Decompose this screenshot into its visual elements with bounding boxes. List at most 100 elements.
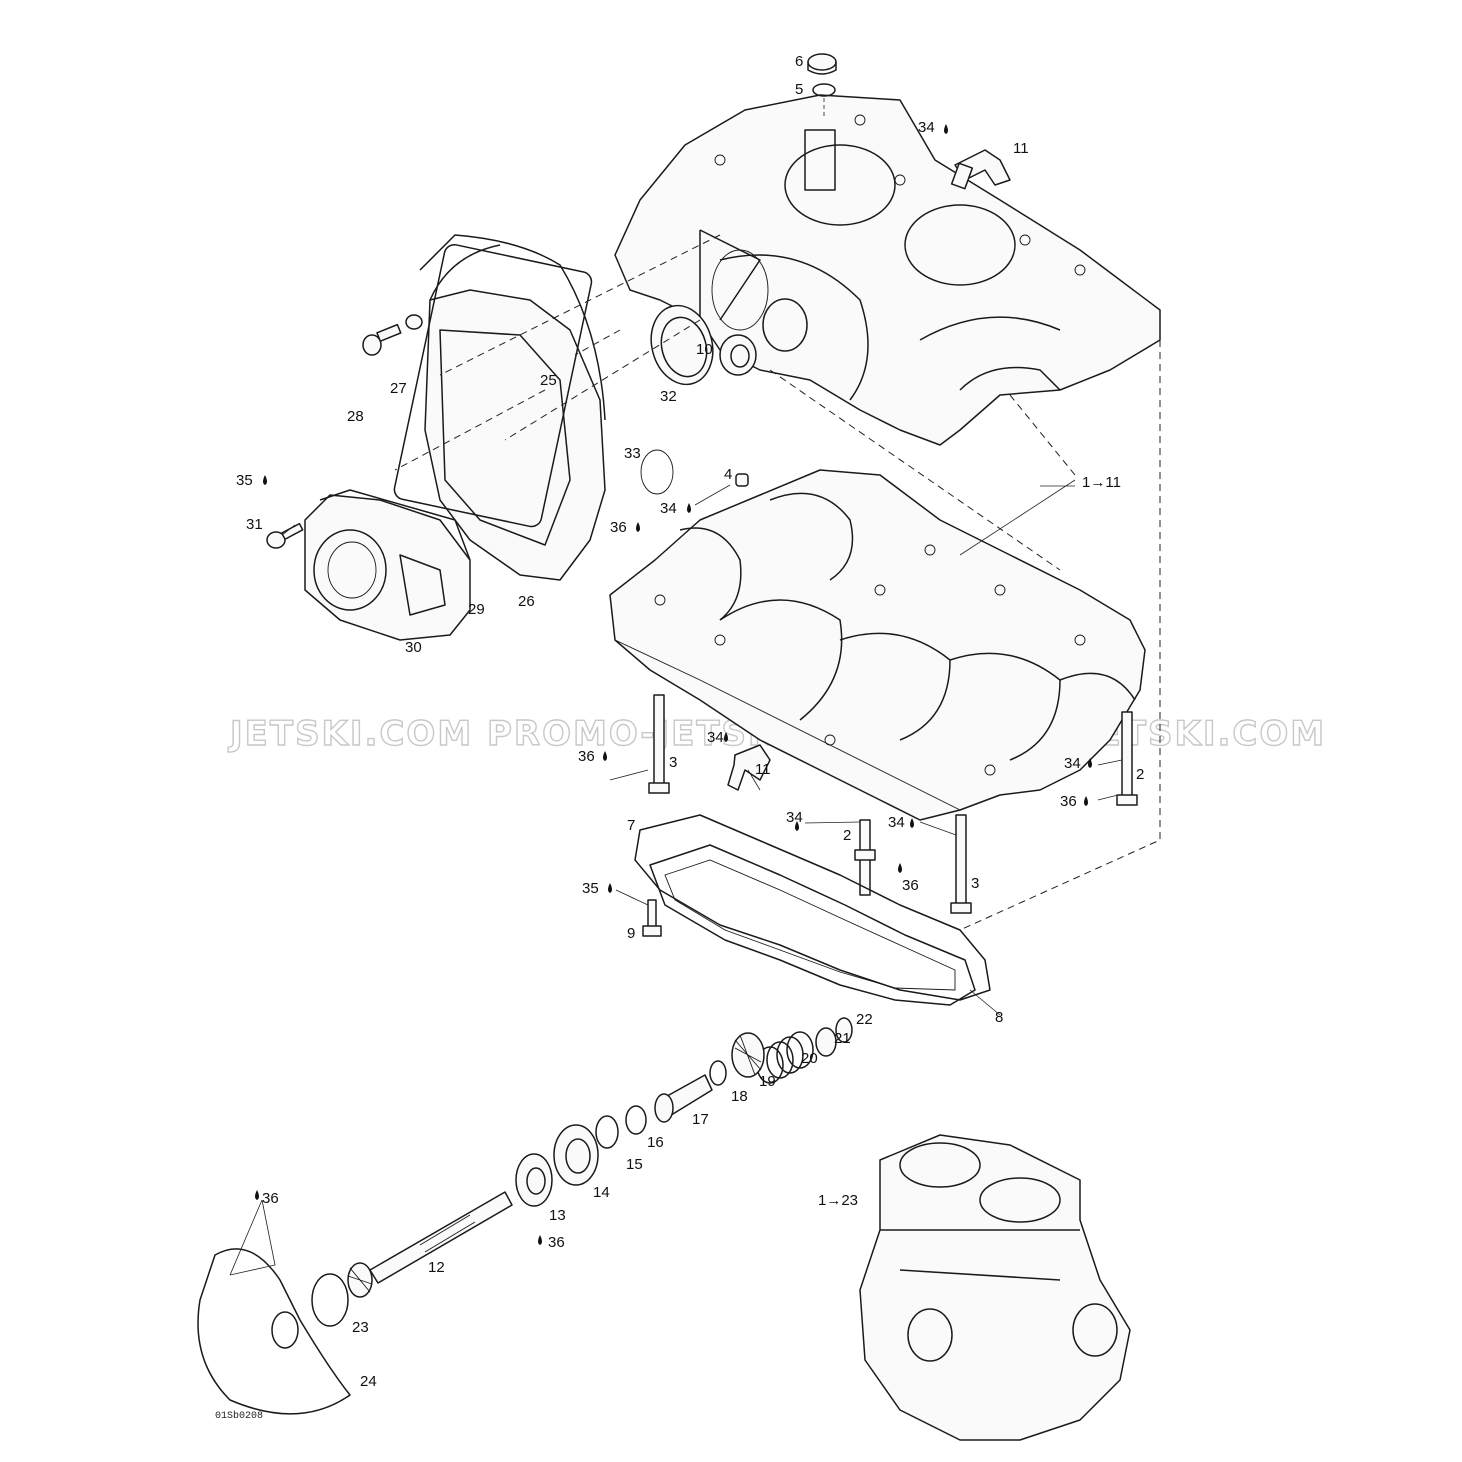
shaft-12 <box>347 1191 513 1298</box>
label-27: 27 <box>390 380 407 397</box>
label-36: 36 <box>548 1234 565 1251</box>
label-17: 17 <box>692 1111 709 1128</box>
label-34: 34 <box>888 814 905 831</box>
label-13: 13 <box>549 1207 566 1224</box>
drop-icon <box>687 503 691 513</box>
label-3: 3 <box>971 875 979 892</box>
circlip-23 <box>311 1273 349 1327</box>
gasket-7 <box>634 814 991 1001</box>
label-8: 8 <box>995 1009 1003 1026</box>
label-36: 36 <box>1060 793 1077 810</box>
label-31: 31 <box>246 516 263 533</box>
label-1-23: 1→23 <box>818 1192 858 1209</box>
label-36: 36 <box>578 748 595 765</box>
label-18: 18 <box>731 1088 748 1105</box>
label-24: 24 <box>360 1373 377 1390</box>
label-23: 23 <box>352 1319 369 1336</box>
stud-3-center <box>950 814 972 914</box>
seal-13 <box>515 1153 553 1207</box>
label-36: 36 <box>262 1190 279 1207</box>
label-34: 34 <box>1064 755 1081 772</box>
bolt-9 <box>642 899 662 937</box>
disc-24 <box>197 1199 351 1415</box>
drop-icon <box>608 883 612 893</box>
o-ring-33 <box>640 449 674 495</box>
alignment-lines <box>394 234 1161 931</box>
label-15: 15 <box>626 1156 643 1173</box>
fitting-4 <box>735 473 749 487</box>
plug-assembly <box>807 53 837 118</box>
label-11: 11 <box>755 761 771 778</box>
washer-15 <box>595 1115 619 1149</box>
fitting-top <box>950 149 1011 190</box>
engine-assembly <box>859 1134 1131 1441</box>
label-5: 5 <box>795 81 803 98</box>
fitting-lower <box>727 744 771 791</box>
label-11: 11 <box>1013 140 1029 157</box>
label-35: 35 <box>236 472 253 489</box>
drop-icon <box>944 124 948 134</box>
label-2: 2 <box>1136 766 1144 783</box>
sleeve-17 <box>654 1074 713 1123</box>
upper-crankcase <box>614 94 1161 446</box>
label-34: 34 <box>707 729 724 746</box>
label-30: 30 <box>405 639 422 656</box>
diagram-code: 01Sb0208 <box>215 1410 263 1422</box>
label-4: 4 <box>724 466 732 483</box>
bolt-31 <box>266 522 304 549</box>
ring-16 <box>625 1105 647 1135</box>
label-16: 16 <box>647 1134 664 1151</box>
label-19: 19 <box>759 1073 776 1090</box>
label-2: 2 <box>843 827 851 844</box>
drop-icon <box>538 1235 542 1245</box>
bearing-14 <box>553 1124 599 1186</box>
seal-32 <box>650 304 714 386</box>
washer-21 <box>815 1027 837 1057</box>
label-21: 21 <box>834 1030 851 1047</box>
washer-27 <box>405 314 423 330</box>
label-7: 7 <box>627 817 635 834</box>
label-36: 36 <box>610 519 627 536</box>
label-20: 20 <box>801 1050 818 1067</box>
stud-2-right <box>1116 711 1138 806</box>
bolt-28 <box>362 323 402 356</box>
shaft-assembly <box>197 1017 853 1415</box>
label-26: 26 <box>518 593 535 610</box>
seal-10 <box>719 334 757 376</box>
label-35: 35 <box>582 880 599 897</box>
label-6: 6 <box>795 53 803 70</box>
stud-2-center <box>854 819 876 896</box>
leader-lines <box>281 484 1123 1016</box>
gasket-8 <box>649 844 976 1006</box>
rotary-valve-housing <box>304 489 471 641</box>
drop-icon <box>263 475 267 485</box>
label-12: 12 <box>428 1259 445 1276</box>
gear-19 <box>731 1032 765 1078</box>
oil-drop-icons <box>255 124 1092 1245</box>
drop-icon <box>255 1190 259 1200</box>
label-22: 22 <box>856 1011 873 1028</box>
washer-18 <box>709 1060 727 1086</box>
label-25: 25 <box>540 372 557 389</box>
drop-icon <box>1088 758 1092 768</box>
label-32: 32 <box>660 388 677 405</box>
drop-icon <box>795 821 799 831</box>
label-29: 29 <box>468 601 485 618</box>
drop-icon <box>910 818 914 828</box>
drop-icon <box>898 863 902 873</box>
label-36: 36 <box>902 877 919 894</box>
label-1-11: 1→11 <box>1082 474 1121 491</box>
part-labels: 6 5 34 11 10 25 27 28 32 33 35 4 1→11 34… <box>215 53 1144 1422</box>
label-34: 34 <box>660 500 677 517</box>
label-28: 28 <box>347 408 364 425</box>
drop-icon <box>1084 796 1088 806</box>
drop-icon <box>724 732 728 742</box>
lower-crankcase <box>609 469 1146 821</box>
label-33: 33 <box>624 445 641 462</box>
label-34: 34 <box>786 809 803 826</box>
label-10: 10 <box>696 341 713 358</box>
drop-icon <box>603 751 607 761</box>
circlip-22 <box>835 1017 853 1043</box>
label-3: 3 <box>669 754 677 771</box>
